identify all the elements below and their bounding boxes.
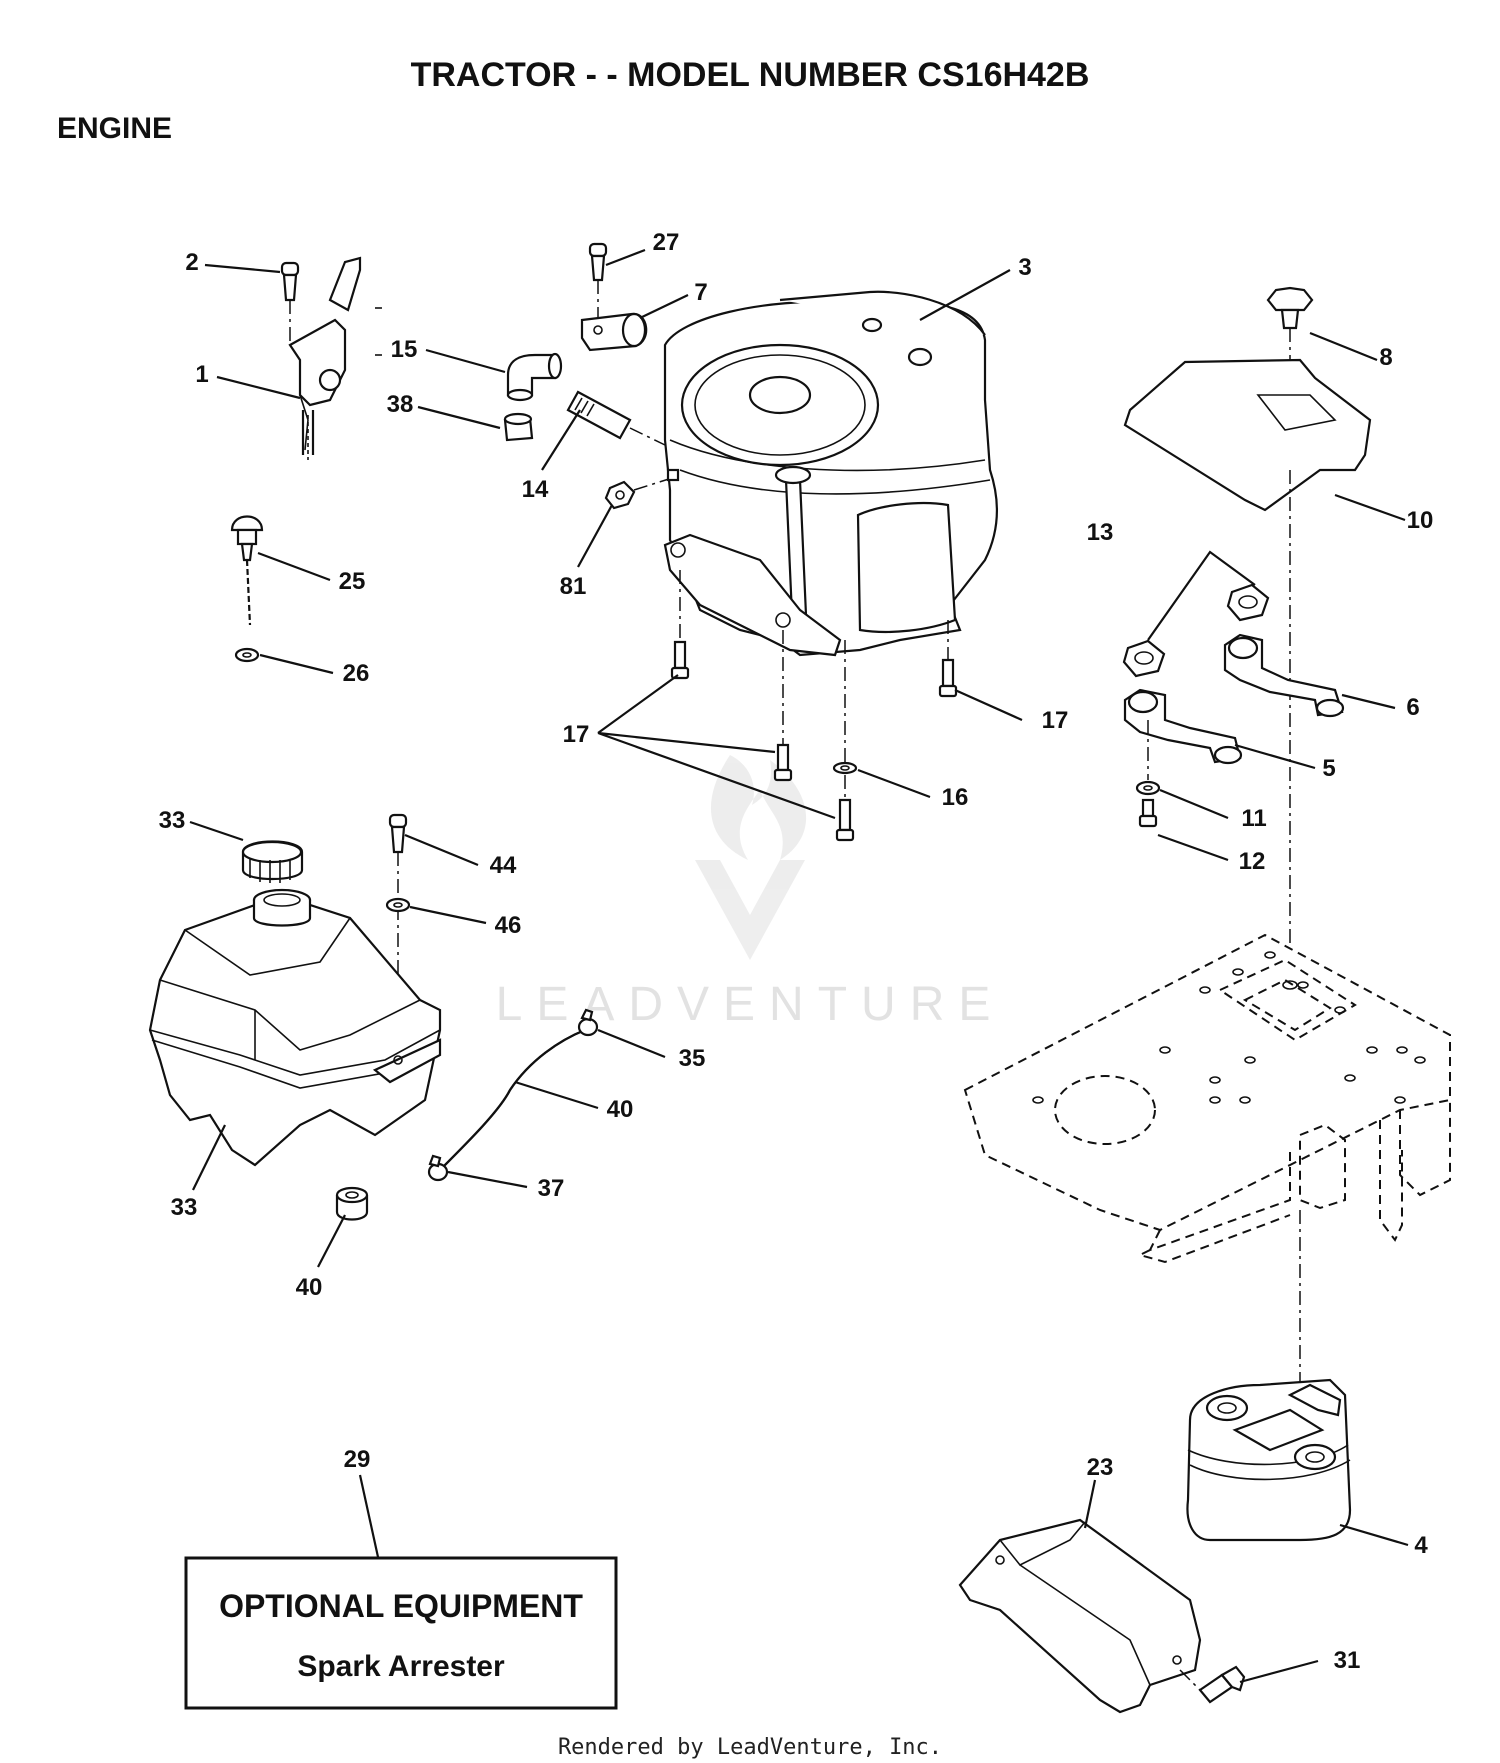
screw-part-2 (280, 261, 300, 345)
clamp-screw-part (588, 242, 608, 320)
watermark-text: LEADVENTURE (496, 978, 1005, 1031)
diagram-title: TRACTOR - - MODEL NUMBER CS16H42B (411, 56, 1090, 94)
washer-part-46 (385, 897, 411, 913)
frame-bolt-holes (1032, 951, 1426, 1104)
callout-12: 12 (1239, 848, 1266, 875)
callout-3: 3 (1018, 254, 1031, 281)
fuel-cap-part (241, 840, 304, 883)
section-heading: ENGINE (57, 112, 172, 145)
callout-38: 38 (387, 391, 414, 418)
fuel-line-part (439, 1028, 586, 1171)
callout-23: 23 (1087, 1454, 1114, 1481)
callout-13: 13 (1087, 519, 1114, 546)
screw-part-12 (1138, 720, 1158, 828)
muffler-part (1186, 1378, 1352, 1542)
callout-17-right: 17 (1042, 707, 1069, 734)
engine-mount-bolts (670, 570, 958, 842)
callout-17-group: 17 (563, 721, 590, 748)
knob-part-8 (1266, 286, 1314, 395)
callout-29: 29 (344, 1446, 371, 1473)
callout-8: 8 (1379, 344, 1392, 371)
callout-26: 26 (343, 660, 370, 687)
callout-81: 81 (560, 573, 587, 600)
optional-equipment-title: OPTIONAL EQUIPMENT (219, 1588, 583, 1624)
muffler-guard-part (958, 1518, 1202, 1714)
callout-27: 27 (653, 229, 680, 256)
pipe-nipple-part (566, 390, 666, 446)
hose-clamp-part-lower (427, 1154, 449, 1182)
callout-1: 1 (195, 361, 208, 388)
callout-25: 25 (339, 568, 366, 595)
callout-37: 40 (607, 1096, 634, 1123)
callout-5: 5 (1322, 755, 1335, 782)
callout-46: 46 (495, 912, 522, 939)
callout-2: 2 (185, 249, 198, 276)
callout-40: 40 (296, 1274, 323, 1301)
callout-labels: 2 1 15 38 14 81 27 7 3 8 10 13 6 5 11 12… (159, 229, 1434, 1674)
callout-14: 14 (522, 476, 549, 503)
optional-equipment-box: OPTIONAL EQUIPMENT Spark Arrester (184, 1556, 618, 1710)
fuel-line-clamp-part (580, 312, 648, 352)
exhaust-pipe-5 (1123, 688, 1243, 765)
callout-31: 33 (171, 1194, 198, 1221)
grommet-part-40 (335, 1186, 369, 1221)
callout-32: 33 (159, 807, 186, 834)
callout-4: 4 (1414, 1532, 1428, 1559)
engine-part (663, 290, 998, 657)
exhaust-pipe-6 (1223, 633, 1345, 718)
fuel-tank-part (148, 888, 442, 1167)
render-credit: Rendered by LeadVenture, Inc. (558, 1735, 942, 1760)
throttle-control-part (288, 256, 382, 460)
exhaust-gaskets (1122, 583, 1270, 678)
callout-16: 16 (942, 784, 969, 811)
callout-6: 6 (1406, 694, 1419, 721)
leadventure-watermark-logo (695, 755, 807, 960)
callout-11: 11 (1241, 805, 1266, 832)
callout-35: 31 (1334, 1647, 1361, 1674)
hex-nut-part-81 (604, 477, 673, 510)
callout-leaders (189, 248, 1409, 1684)
callout-44: 44 (490, 852, 517, 879)
elbow-fitting-part (506, 352, 563, 402)
washer-part-11 (1135, 780, 1161, 796)
callout-33-upper: 35 (679, 1045, 706, 1072)
callout-10: 10 (1407, 507, 1434, 534)
choke-knob-part (230, 515, 264, 663)
callout-7: 7 (694, 279, 707, 306)
callout-15: 15 (391, 336, 418, 363)
hose-clamp-part-upper (577, 1008, 599, 1037)
callout-33-lower: 37 (538, 1175, 565, 1202)
fitting-part-38 (503, 412, 534, 442)
tractor-frame-reference (963, 933, 1451, 1400)
heat-shield-part (1123, 358, 1372, 980)
optional-equipment-subtitle: Spark Arrester (297, 1650, 505, 1683)
screw-part-35 (1179, 1665, 1246, 1704)
